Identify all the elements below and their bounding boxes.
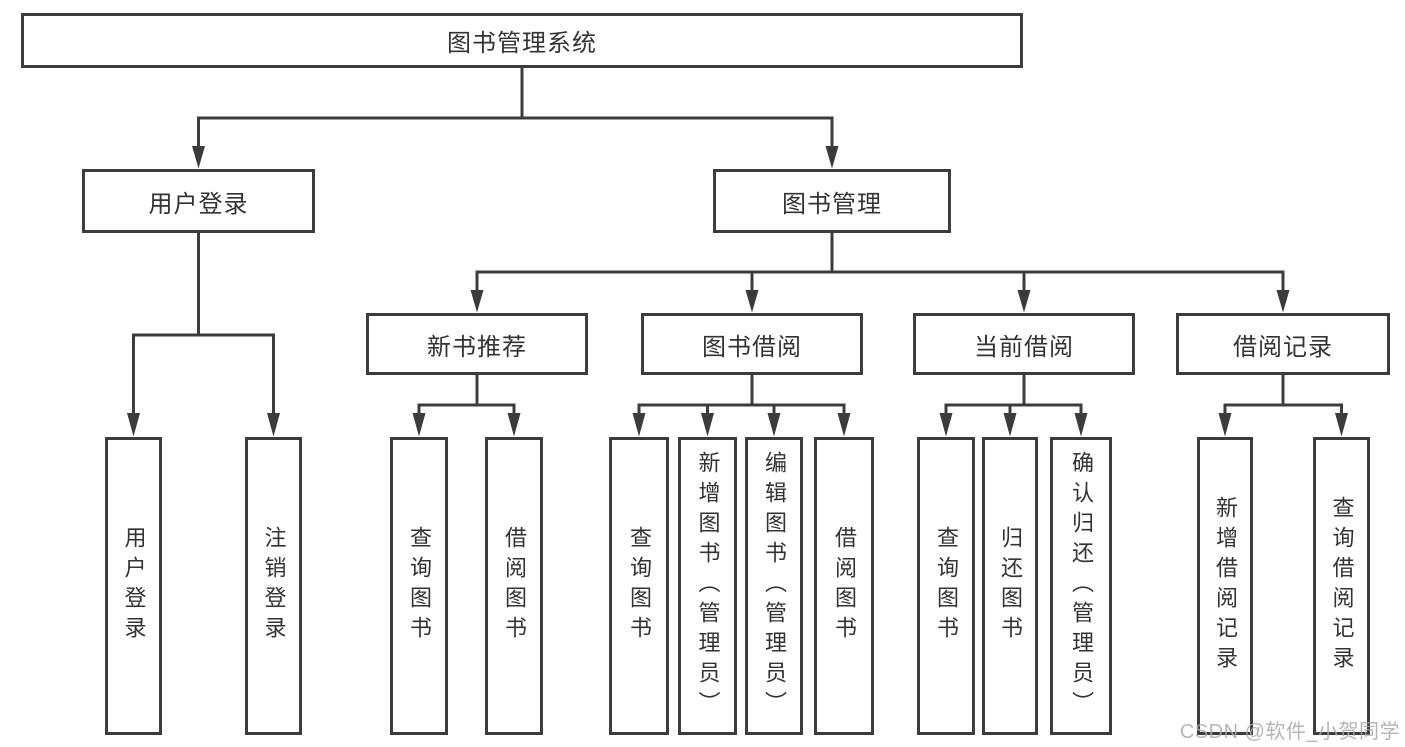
node-cb-query-book: 查询图书 [917, 437, 975, 735]
connector-borrow-records-children [1218, 375, 1348, 437]
node-current-borrow: 当前借阅 [913, 313, 1135, 375]
node-nbr-borrow-book: 借阅图书 [485, 437, 543, 735]
node-book-borrow: 图书借阅 [641, 313, 863, 375]
node-logout: 注销登录 [245, 437, 302, 735]
connector-book-management-children [470, 233, 1290, 313]
node-bb-add-book-admin: 新增图书（管理员） [678, 437, 737, 735]
connector-current-borrow-children [939, 375, 1088, 437]
connector-book-borrow-children [632, 375, 851, 437]
node-root: 图书管理系统 [21, 13, 1023, 68]
connector-root-to-level2 [192, 68, 839, 169]
watermark: CSDN @软件_小贺同学 [1179, 721, 1400, 743]
node-br-query-record: 查询借阅记录 [1313, 437, 1370, 735]
node-book-management-branch: 图书管理 [713, 169, 951, 233]
node-bb-edit-book-admin: 编辑图书（管理员） [745, 437, 803, 735]
node-br-add-record: 新增借阅记录 [1197, 437, 1253, 735]
node-cb-confirm-return-admin: 确认归还（管理员） [1050, 437, 1112, 735]
connector-new-book-recommend-children [412, 375, 521, 437]
node-nbr-query-book: 查询图书 [390, 437, 448, 735]
node-user-login: 用户登录 [105, 437, 162, 735]
node-cb-return-book: 归还图书 [982, 437, 1038, 735]
node-new-book-recommend: 新书推荐 [366, 313, 588, 375]
node-bb-borrow-book: 借阅图书 [814, 437, 874, 735]
connector-user-login-children [127, 233, 280, 437]
node-user-login-branch: 用户登录 [82, 169, 315, 233]
node-borrow-records: 借阅记录 [1176, 313, 1390, 375]
node-bb-query-book: 查询图书 [609, 437, 669, 735]
